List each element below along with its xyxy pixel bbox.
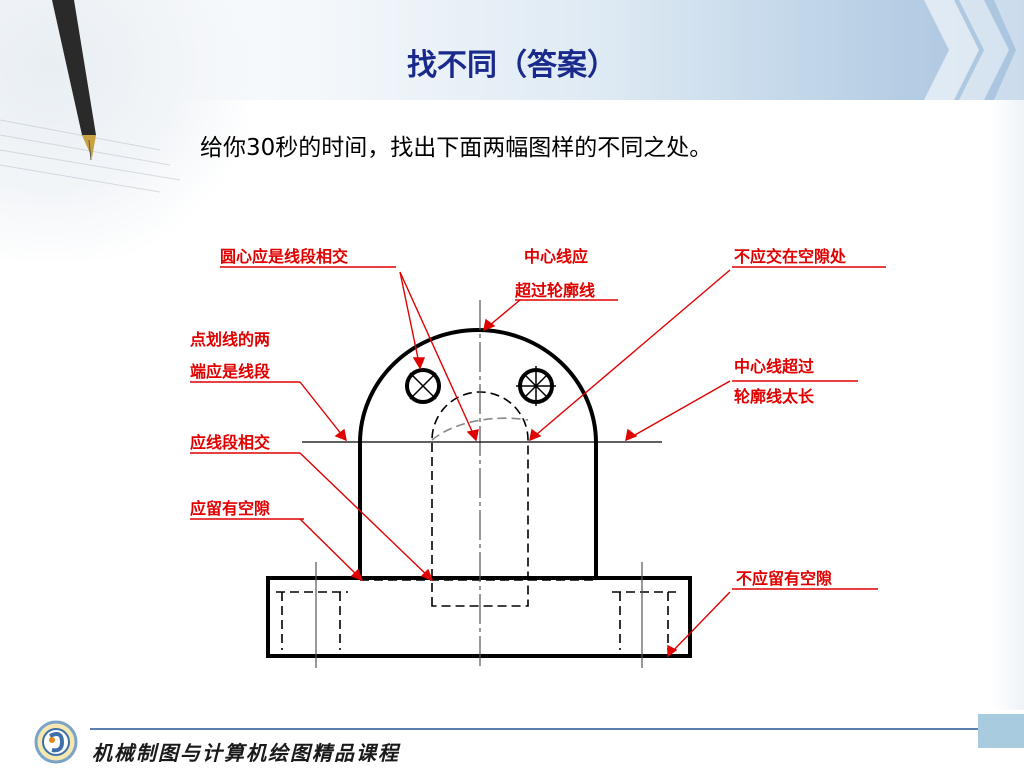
outline xyxy=(266,328,692,658)
annotation-no-gap-intersect: 不应交在空隙处 xyxy=(734,247,847,266)
annotation-circle-center: 圆心应是线段相交 xyxy=(220,247,348,266)
slide-title: 找不同（答案） xyxy=(407,48,617,83)
annotation-no-gap: 不应留有空隙 xyxy=(736,569,832,588)
annotation-centerline-exceed-1: 中心线应 xyxy=(524,247,588,266)
footer-course-name: 机械制图与计算机绘图精品课程 xyxy=(92,741,400,765)
instruction-text: 给你30秒的时间，找出下面两幅图样的不同之处。 xyxy=(200,135,713,161)
header-chevron-decoration xyxy=(924,0,1024,100)
pen-decoration xyxy=(0,0,250,260)
annotation-leave-gap: 应留有空隙 xyxy=(190,499,270,518)
center-lines xyxy=(302,300,662,668)
hole-left xyxy=(405,368,441,404)
pen-icon xyxy=(0,0,181,193)
footer-corner-box xyxy=(978,714,1024,748)
annotation-centerline-too-long-2: 轮廓线太长 xyxy=(734,387,815,406)
footer-divider xyxy=(90,728,980,730)
annotation-segments-intersect: 应线段相交 xyxy=(190,433,270,452)
annotation-centerline-too-long-1: 中心线超过 xyxy=(734,357,814,376)
course-logo-icon xyxy=(34,720,78,764)
annotation-leaders xyxy=(190,266,886,658)
annotation-centerline-exceed-2: 超过轮廓线 xyxy=(514,281,595,300)
annotation-dash-ends-2: 端应是线段 xyxy=(190,362,271,381)
hidden-lines xyxy=(276,391,676,650)
annotation-labels: 圆心应是线段相交 中心线应 超过轮廓线 不应交在空隙处 点划线的两 端应是线段 … xyxy=(190,247,847,588)
hole-right xyxy=(516,366,556,406)
annotation-dash-ends-1: 点划线的两 xyxy=(190,330,270,349)
right-edge-strip xyxy=(992,100,1024,710)
